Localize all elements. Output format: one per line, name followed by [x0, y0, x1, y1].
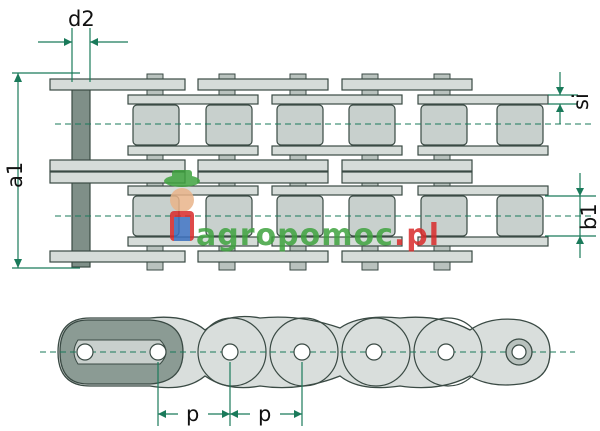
arrowhead [158, 410, 166, 418]
inner-plate [417, 145, 549, 156]
rollers [132, 104, 544, 237]
label-pitch-right: p [258, 402, 271, 426]
roller [205, 104, 253, 146]
inner-plate [271, 236, 403, 247]
label-a1: a1 [3, 162, 27, 188]
arrowhead [294, 410, 302, 418]
inner-plates [127, 94, 549, 247]
outer-plate [49, 159, 186, 172]
inner-plate [417, 236, 549, 247]
arrowhead [222, 410, 230, 418]
pitch-dimensions [157, 362, 303, 426]
inner-plate [271, 94, 403, 105]
inner-plate [127, 185, 259, 196]
arrowheads-top [14, 38, 584, 268]
outer-plate [341, 78, 473, 91]
watermark-logo: agropomoc.pl [164, 170, 440, 253]
outer-plate [197, 250, 329, 263]
roller [132, 104, 180, 146]
dimensions-top [12, 28, 596, 269]
label-si: si [569, 93, 593, 110]
roller [420, 104, 468, 146]
mascot-face [170, 188, 194, 212]
watermark-part-c: .pl [394, 218, 440, 253]
inner-plate [417, 94, 549, 105]
pin-hole [365, 343, 383, 361]
label-pitch-left: p [186, 402, 199, 426]
end-bushing-inner [511, 344, 527, 360]
arrowhead [576, 236, 584, 244]
arrowhead [14, 259, 22, 268]
side-view-chain [40, 315, 575, 389]
roller [348, 104, 396, 146]
inner-plate [271, 185, 403, 196]
watermark-text: agropomoc.pl [196, 218, 440, 253]
inner-plate [127, 94, 259, 105]
outer-plate [49, 78, 186, 91]
arrowhead [90, 38, 98, 46]
mascot-hat-top [172, 170, 192, 182]
arrowhead [556, 87, 564, 95]
pin-hole [437, 343, 455, 361]
roller [276, 104, 324, 146]
pin-hole [149, 343, 167, 361]
arrowhead [576, 188, 584, 196]
outer-plate [341, 171, 473, 184]
outer-plate [197, 159, 329, 172]
inner-plate [127, 145, 259, 156]
label-d2: d2 [68, 7, 95, 31]
outer-plate [49, 250, 186, 263]
arrowhead [14, 73, 22, 82]
label-b1: b1 [577, 203, 600, 230]
outer-plate [341, 159, 473, 172]
watermark-part-a: agro [196, 218, 277, 253]
top-view-chain [49, 73, 592, 271]
pin-holes [76, 343, 455, 361]
inner-plate [271, 145, 403, 156]
arrowhead [556, 104, 564, 112]
outer-plates [49, 78, 473, 263]
pitch-arrowheads [158, 410, 302, 418]
mascot-figure [164, 170, 200, 241]
mascot-overall [174, 217, 190, 241]
arrowhead [64, 38, 72, 46]
pin-hole [76, 343, 94, 361]
inner-plate [417, 185, 549, 196]
arrowhead [230, 410, 238, 418]
pin-hole [293, 343, 311, 361]
outer-plate [197, 171, 329, 184]
pin-hole [221, 343, 239, 361]
outer-plate [341, 250, 473, 263]
watermark-part-b: pomoc [277, 218, 394, 253]
roller [496, 104, 544, 146]
outer-plate [197, 78, 329, 91]
